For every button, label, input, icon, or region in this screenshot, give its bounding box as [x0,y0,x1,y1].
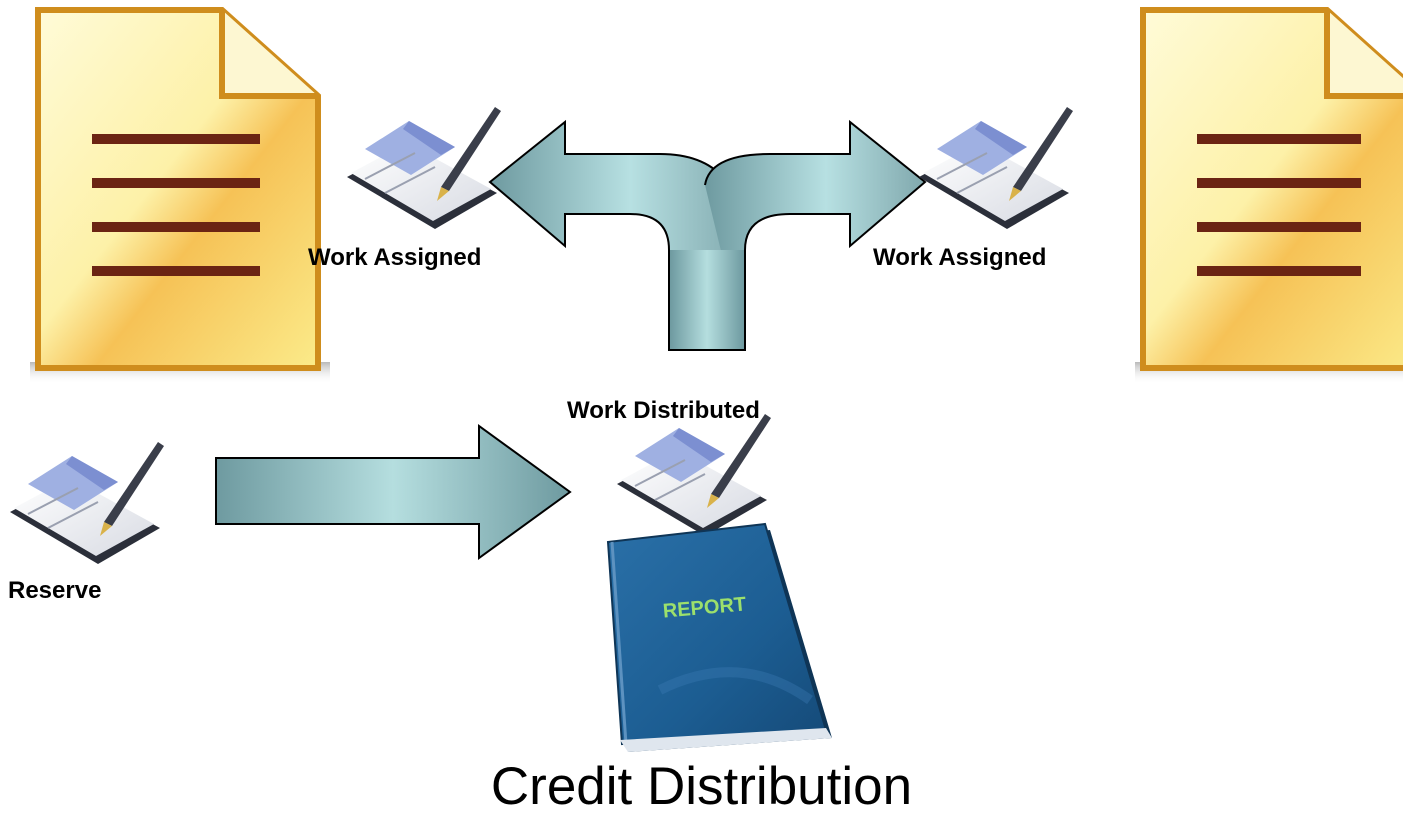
reserve-label: Reserve [8,577,102,604]
split-arrow [488,119,927,351]
right-arrow [215,424,572,560]
check-signing-icon-reserve [10,442,164,564]
work-assigned-label-right: Work Assigned [873,244,1047,271]
check-signing-icon-left [347,107,501,229]
check-signing-icon-distributed [617,414,771,536]
work-distributed-label: Work Distributed [567,397,760,424]
check-signing-icon-right [919,107,1073,229]
report-book-icon: REPORT [606,522,832,752]
diagram-title: Credit Distribution [490,757,913,816]
document-icon-left [30,7,330,384]
document-icon-right [1135,7,1403,384]
work-assigned-label-left: Work Assigned [308,244,482,271]
